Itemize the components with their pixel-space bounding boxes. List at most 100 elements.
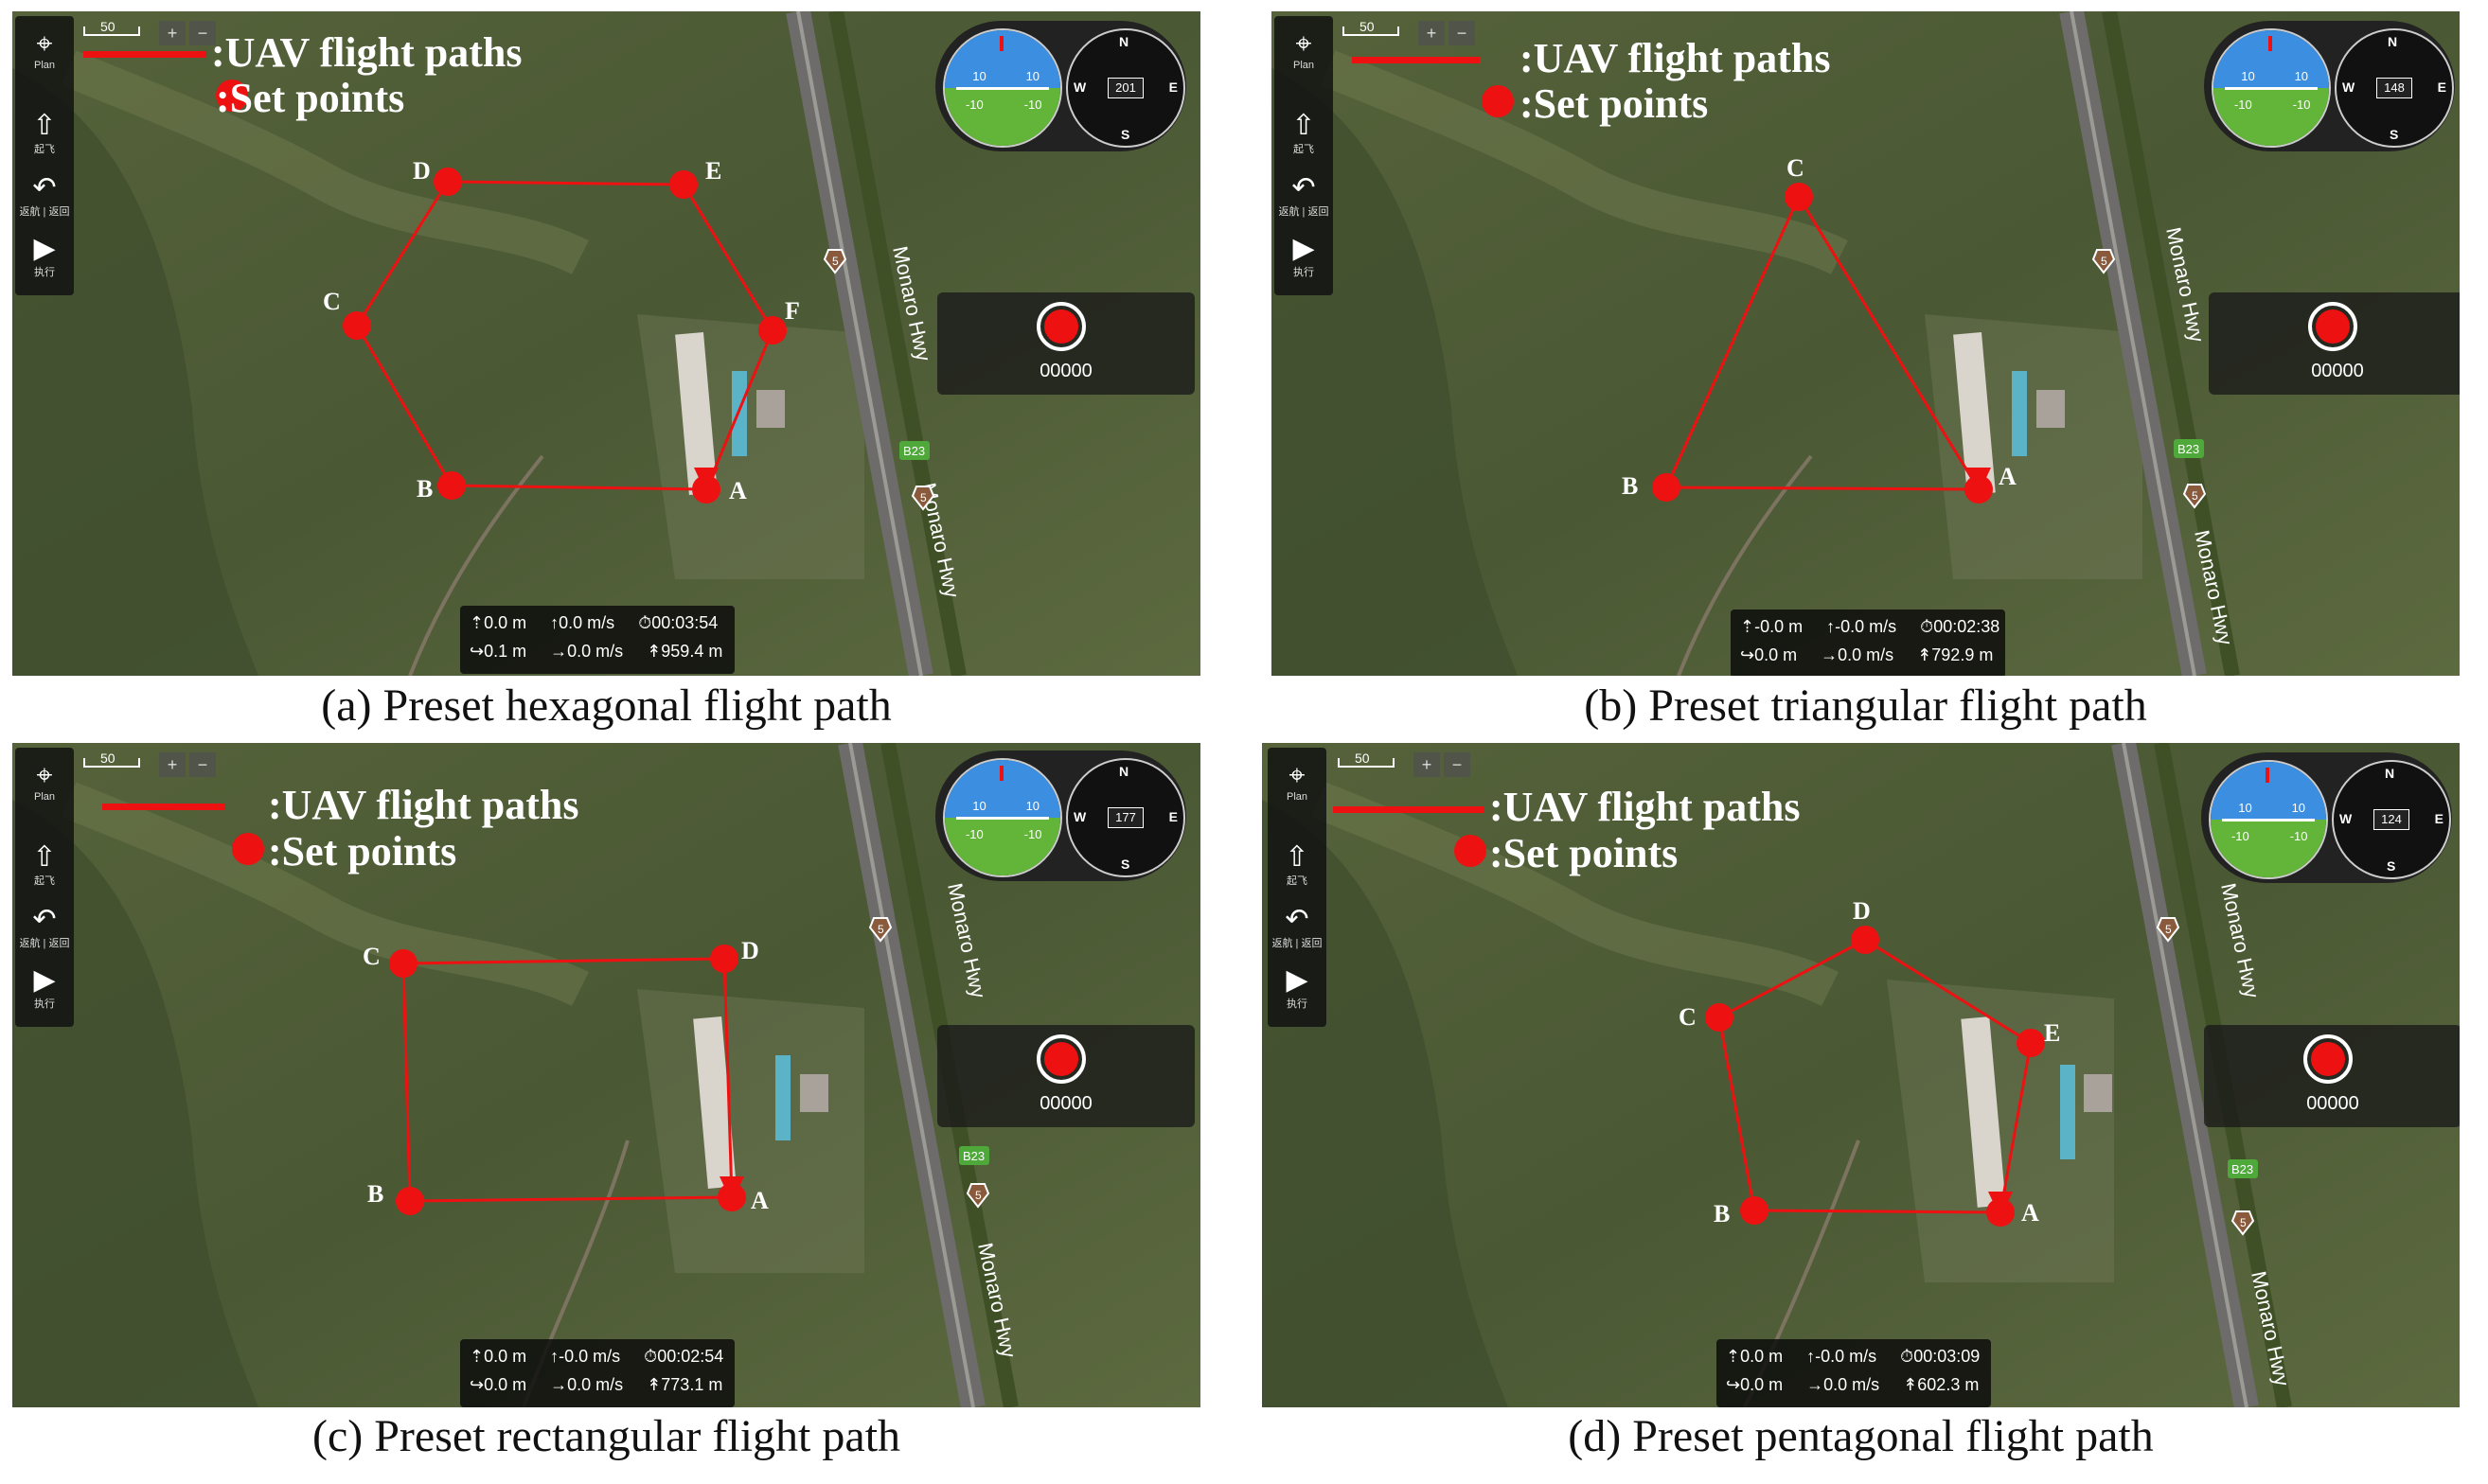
legend-path-label: :UAV flight paths <box>1519 35 1831 81</box>
svg-text:5: 5 <box>2165 923 2172 936</box>
zoom-in-button[interactable]: + <box>159 752 186 777</box>
legend-point-dot <box>232 833 264 865</box>
route-badge: B23 <box>899 441 930 460</box>
return-button[interactable]: ↶返航 | 返回 <box>1274 173 1333 219</box>
vertical-speed-value: ↑0.0 m/s <box>550 613 615 632</box>
waypoint-label: B <box>1622 472 1638 500</box>
return-button[interactable]: ↶返航 | 返回 <box>15 905 74 950</box>
waypoint-label: F <box>785 297 800 325</box>
zoom-in-button[interactable]: + <box>1418 21 1445 45</box>
left-toolbar: ⌖Plan ⇧起飞 ↶返航 | 返回 ▶执行 <box>1268 748 1326 1027</box>
vertical-speed-value: ↑-0.0 m/s <box>1806 1347 1877 1366</box>
altitude-value: ⇡0.0 m <box>1726 1347 1784 1366</box>
legend-point-label: :Set points <box>216 75 405 121</box>
record-button[interactable] <box>2308 302 2357 351</box>
svg-text:B23: B23 <box>963 1149 985 1163</box>
return-icon: ↶ <box>1291 171 1316 204</box>
telemetry-panel: ⇡0.0 m ↑-0.0 m/s ⏱00:02:54 ↪0.0 m →0.0 m… <box>460 1339 735 1407</box>
record-button[interactable] <box>2303 1034 2353 1084</box>
telemetry-panel: ⇡0.0 m ↑0.0 m/s ⏱00:03:54 ↪0.1 m →0.0 m/… <box>460 606 735 674</box>
svg-text:5: 5 <box>2192 489 2198 503</box>
caption-d: (d) Preset pentagonal flight path <box>1568 1411 2154 1461</box>
route-shield-icon: 5 <box>868 917 893 943</box>
set-points[interactable] <box>1705 926 2045 1227</box>
svg-text:5: 5 <box>2240 1216 2247 1229</box>
waypoint-label: D <box>1853 897 1871 925</box>
plan-button[interactable]: ⌖Plan <box>15 29 74 72</box>
record-count: 00000 <box>2311 361 2364 381</box>
play-icon: ▶ <box>1286 963 1308 997</box>
waypoint-label: A <box>751 1187 769 1214</box>
waypoint-label: A <box>2021 1199 2039 1227</box>
execute-button[interactable]: ▶执行 <box>15 234 74 279</box>
zoom-out-button[interactable]: − <box>1448 21 1475 45</box>
record-button[interactable] <box>1037 1034 1086 1084</box>
plan-button[interactable]: ⌖Plan <box>1268 761 1326 804</box>
waypoint-plan-icon: ⌖ <box>1295 27 1312 61</box>
heading-readout: 201 <box>1108 78 1144 98</box>
panel-rectangular: Monaro Hwy Monaro Hwy 5 5 B23 A B C D <box>12 743 1200 1407</box>
waypoint-label: D <box>413 157 431 185</box>
compass: N S E W 124 <box>2332 760 2451 879</box>
takeoff-button[interactable]: ⇧起飞 <box>15 842 74 888</box>
execute-button[interactable]: ▶执行 <box>1274 234 1333 279</box>
zoom-out-button[interactable]: − <box>189 752 216 777</box>
legend-point-dot <box>1482 85 1514 117</box>
zoom-in-button[interactable]: + <box>1413 752 1440 777</box>
execute-button[interactable]: ▶执行 <box>1268 965 1326 1011</box>
set-points[interactable] <box>1652 183 1993 504</box>
horizontal-speed-value: →0.0 m/s <box>1806 1375 1880 1394</box>
takeoff-button[interactable]: ⇧起飞 <box>1274 111 1333 156</box>
legend-point-dot <box>1454 835 1486 867</box>
route-shield-icon: 5 <box>911 486 935 511</box>
return-icon: ↶ <box>1285 903 1309 936</box>
compass: N S E W 201 <box>1066 28 1185 148</box>
plan-button[interactable]: ⌖Plan <box>1274 27 1333 72</box>
set-points[interactable] <box>343 168 787 504</box>
svg-text:5: 5 <box>878 923 884 936</box>
svg-text:5: 5 <box>832 255 839 268</box>
play-icon: ▶ <box>1292 232 1315 265</box>
svg-text:5: 5 <box>975 1189 982 1202</box>
waypoint-label: E <box>705 157 721 185</box>
altitude-value: ⇡-0.0 m <box>1740 617 1804 636</box>
waypoint-label: B <box>417 475 433 503</box>
return-button[interactable]: ↶返航 | 返回 <box>15 173 74 219</box>
record-panel: 00000 <box>937 292 1195 395</box>
return-button[interactable]: ↶返航 | 返回 <box>1268 905 1326 950</box>
return-icon: ↶ <box>32 171 57 204</box>
telemetry-panel: ⇡-0.0 m ↑-0.0 m/s ⏱00:02:38 ↪0.0 m →0.0 … <box>1731 610 2005 676</box>
legend-path-label: :UAV flight paths <box>1489 784 1801 830</box>
route-shield-icon: 5 <box>2182 484 2207 509</box>
play-icon: ▶ <box>33 963 56 997</box>
left-toolbar: ⌖Plan ⇧起飞 ↶返航 | 返回 ▶执行 <box>15 748 74 1027</box>
plan-button[interactable]: ⌖Plan <box>15 761 74 804</box>
set-points[interactable] <box>389 945 746 1215</box>
takeoff-button[interactable]: ⇧起飞 <box>15 111 74 156</box>
zoom-in-button[interactable]: + <box>159 21 186 45</box>
takeoff-button[interactable]: ⇧起飞 <box>1268 842 1326 888</box>
waypoint-label: A <box>1999 463 2017 490</box>
route-shield-icon: 5 <box>2156 917 2180 943</box>
map-scale: 50 + − <box>83 751 225 777</box>
waypoint-label: C <box>1679 1003 1697 1031</box>
zoom-out-button[interactable]: − <box>1444 752 1470 777</box>
left-toolbar: ⌖Plan ⇧起飞 ↶返航 | 返回 ▶执行 <box>15 16 74 295</box>
vertical-speed-value: ↑-0.0 m/s <box>550 1347 621 1366</box>
waypoint-label: A <box>729 477 747 504</box>
compass: N S E W 148 <box>2335 28 2454 148</box>
record-button[interactable] <box>1037 302 1086 351</box>
telemetry-panel: ⇡0.0 m ↑-0.0 m/s ⏱00:03:09 ↪0.0 m →0.0 m… <box>1716 1339 1991 1407</box>
legend-path-label: :UAV flight paths <box>211 29 523 76</box>
execute-button[interactable]: ▶执行 <box>15 965 74 1011</box>
record-panel: 00000 <box>2204 1025 2460 1127</box>
record-panel: 00000 <box>2209 292 2460 395</box>
zoom-out-button[interactable]: − <box>189 21 216 45</box>
takeoff-icon: ⇧ <box>32 840 57 874</box>
total-distance-value: ↟792.9 m <box>1917 645 1994 664</box>
route-badge: B23 <box>2228 1159 2258 1178</box>
